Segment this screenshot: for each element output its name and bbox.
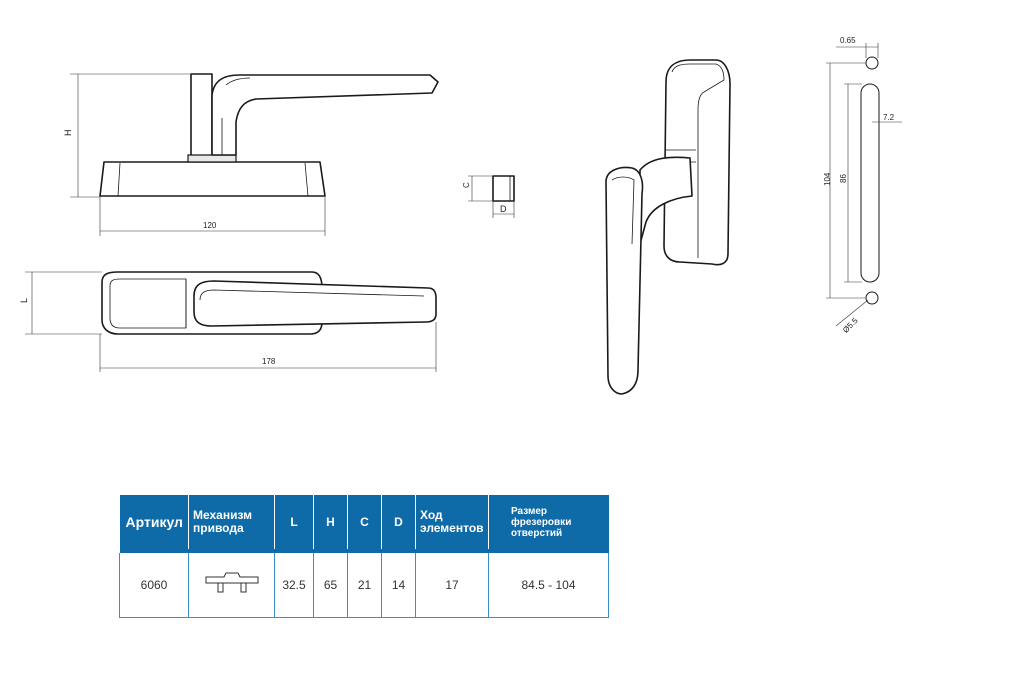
width-top-label: 120: [203, 221, 217, 230]
handle-perspective-view: [605, 59, 731, 395]
header-l: L: [274, 495, 314, 549]
header-c: C: [347, 495, 382, 549]
cell-size: 84.5 - 104: [488, 553, 609, 618]
cell-mechanism: [188, 553, 275, 618]
slot-offset-label: 7.2: [883, 113, 895, 122]
spec-table: Артикул Механизм привода L H C D Ход эле…: [119, 495, 609, 618]
header-h: H: [313, 495, 348, 549]
table-row: 6060 32.5 65 21 14 17 84.5 - 104: [119, 553, 609, 618]
header-size-line2: фрезеровки: [511, 516, 572, 528]
header-separator: [119, 549, 609, 553]
cell-article: 6060: [119, 553, 189, 618]
header-size-line3: отверстий: [511, 527, 563, 539]
drive-mechanism-icon: [205, 572, 258, 592]
mounting-scheme: 0.65 7.2 104 86 Ø5.5: [823, 36, 902, 335]
slot-length-label: 86: [839, 174, 848, 183]
cell-l: 32.5: [274, 553, 314, 618]
handle-top-view: L 178: [19, 271, 437, 372]
header-mechanism-line2: привода: [193, 521, 244, 535]
cell-h: 65: [313, 553, 348, 618]
length-bottom-label: 178: [262, 357, 276, 366]
header-travel: Ход элементов: [415, 495, 489, 549]
handle-side-view: H 120: [63, 73, 439, 236]
header-mechanism-line1: Механизм: [193, 508, 253, 522]
hole-diameter-label: Ø5.5: [841, 316, 860, 335]
cell-c: 21: [347, 553, 382, 618]
header-size-line1: Размер: [511, 505, 548, 517]
header-travel-line1: Ход: [420, 508, 443, 522]
cd-detail: C D: [462, 175, 515, 218]
cell-d: 14: [381, 553, 416, 618]
c-label: C: [462, 182, 471, 188]
header-size: Размер фрезеровки отверстий: [488, 495, 609, 549]
header-travel-line2: элементов: [420, 521, 484, 535]
table-header-row: Артикул Механизм привода L H C D Ход эле…: [119, 495, 609, 549]
total-height-label: 104: [823, 172, 832, 186]
d-label: D: [500, 204, 507, 214]
height-label: H: [63, 130, 73, 137]
header-article: Артикул: [119, 495, 189, 549]
header-d: D: [381, 495, 416, 549]
length-label: L: [19, 298, 29, 303]
offset-label: 0.65: [840, 36, 856, 45]
header-mechanism: Механизм привода: [188, 495, 275, 549]
cell-travel: 17: [415, 553, 489, 618]
